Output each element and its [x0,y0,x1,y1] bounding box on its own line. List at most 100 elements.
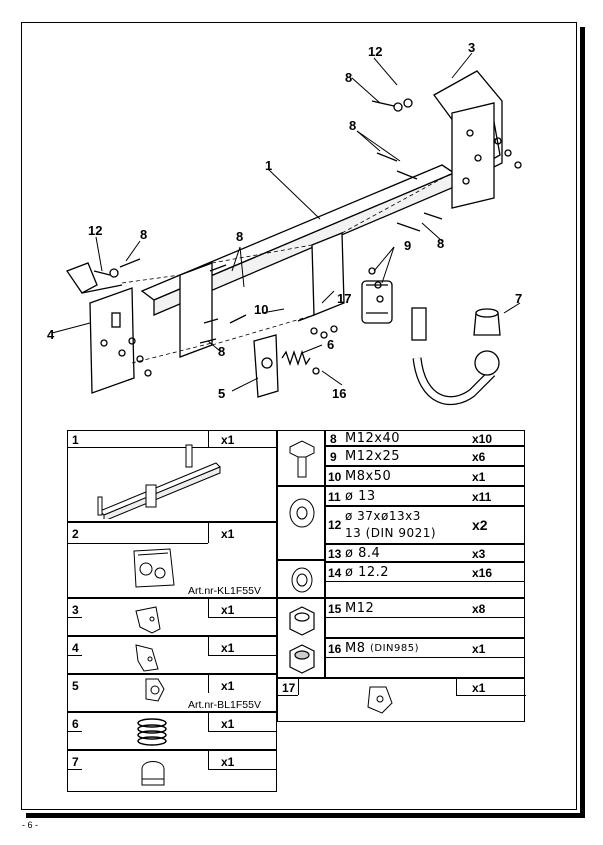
part-16-spec: M8 [345,641,366,656]
part-6-cell: 6 x1 [67,712,277,750]
part-8-row: 8 M12x40 x10 [325,430,525,446]
part-5-number: 5 [72,679,79,693]
row-15-spacer [325,618,525,638]
part-11-spec: ø 13 [345,489,376,504]
callout-4: 4 [47,327,55,342]
callout-8-c: 8 [140,227,148,242]
nut-icon [289,606,315,636]
row-16-spacer [325,658,525,678]
part-6-number: 6 [72,717,79,731]
callout-12-left: 12 [88,223,103,238]
part-17-qty: x1 [472,681,486,695]
part-11-qty: x11 [472,490,492,504]
callout-1: 1 [265,158,273,173]
left-mid-plate [179,262,213,358]
part-15-spec: M12 [345,601,375,616]
callout-8-f: 8 [218,344,226,359]
washer-icon [289,498,315,528]
callout-3: 3 [468,40,476,55]
spring-washer-image-cell [277,560,325,598]
plate-17-icon [367,686,393,714]
callout-16: 16 [332,386,347,401]
callout-8-a: 8 [345,70,353,85]
crossbar-icon [97,444,221,519]
callout-8-e: 8 [437,236,445,251]
part-5-article-number: Art.nr-BL1F55V [188,699,261,711]
part-9-number: 9 [330,450,337,464]
part-4-number: 4 [72,641,79,655]
callout-8-d: 8 [236,229,244,244]
bolt-icon [289,440,315,478]
washer-image-cell [277,486,325,560]
row-14-spacer [325,582,525,598]
callout-10: 10 [254,302,269,317]
page-frame [21,22,577,810]
part-17-number: 17 [282,681,296,695]
left-bracket-icon [135,644,159,672]
part-10-row: 10 M8x50 x1 [325,466,525,486]
spring [281,349,311,367]
exploded-assembly-drawing [51,52,522,405]
part-7-qty: x1 [221,755,235,769]
part-3-cell: 3 x1 [67,598,277,636]
callout-17: 17 [337,291,352,306]
center-bracket [311,232,345,316]
part-12-number: 12 [328,518,342,532]
part-2-cell: 2 x1 Art.nr-KL1F55V [67,522,277,598]
callout-9: 9 [404,238,412,253]
part-15-qty: x8 [472,602,486,616]
part-17-cell: 17 x1 [277,678,526,722]
part-1-qty: x1 [221,433,235,447]
right-bracket-icon [135,606,161,634]
callout-5: 5 [218,386,226,401]
part-8-qty: x10 [472,432,493,446]
part-16-number: 16 [328,642,342,656]
part-13-spec: ø 8.4 [345,546,381,561]
spring-icon [137,718,167,746]
part-3-qty: x1 [221,603,235,617]
part-11-number: 11 [328,490,341,504]
ball-cap-icon [141,761,165,786]
page-number: - 6 - [22,820,39,830]
part-10-spec: M8x50 [345,469,392,484]
callout-8-b: 8 [349,118,357,133]
part-3-number: 3 [72,603,79,617]
part-10-number: 10 [328,470,342,484]
socket-plate-icon [145,678,165,702]
part-8-number: 8 [330,432,337,446]
part-16-spec-standard: (DIN985) [370,643,420,654]
part-12-spec: ø 37xø13x3 [345,509,421,523]
part-12-qty: x2 [472,517,488,533]
part-5-qty: x1 [221,679,235,693]
lock-nut-icon [289,644,315,674]
part-14-spec: ø 12.2 [345,565,390,580]
part-13-number: 13 [328,547,342,561]
left-side-plate [65,262,135,394]
part-7-cell: 7 x1 [67,750,277,792]
part-10-qty: x1 [472,470,486,484]
callout-12-top: 12 [368,44,383,59]
part-2-number: 2 [72,527,79,541]
electric-socket [361,280,393,324]
bolt-image-cell [277,430,325,486]
part-4-cell: 4 x1 [67,636,277,674]
alignment-lines [121,172,453,364]
tow-ball [411,307,501,405]
fasteners [93,98,522,377]
part-2-article-number: Art.nr-KL1F55V [188,585,261,597]
part-5-cell: 5 x1 Art.nr-BL1F55V [67,674,277,712]
part-7-number: 7 [72,755,79,769]
part-1-cell: 1 x1 [67,430,277,522]
part-15-row: 15 M12 x8 [325,598,525,618]
part-9-row: 9 M12x25 x6 [325,446,525,466]
frame-shadow [26,27,585,818]
part-16-row: 16 M8 (DIN985) x1 [325,638,525,658]
part-8-spec: M12x40 [345,431,400,446]
part-4-qty: x1 [221,641,235,655]
callout-6: 6 [327,337,335,352]
spring-washer-icon [291,567,313,593]
part-14-qty: x16 [472,566,493,580]
part-15-number: 15 [328,602,342,616]
part-9-spec: M12x25 [345,449,400,464]
part-13-qty: x3 [472,547,486,561]
